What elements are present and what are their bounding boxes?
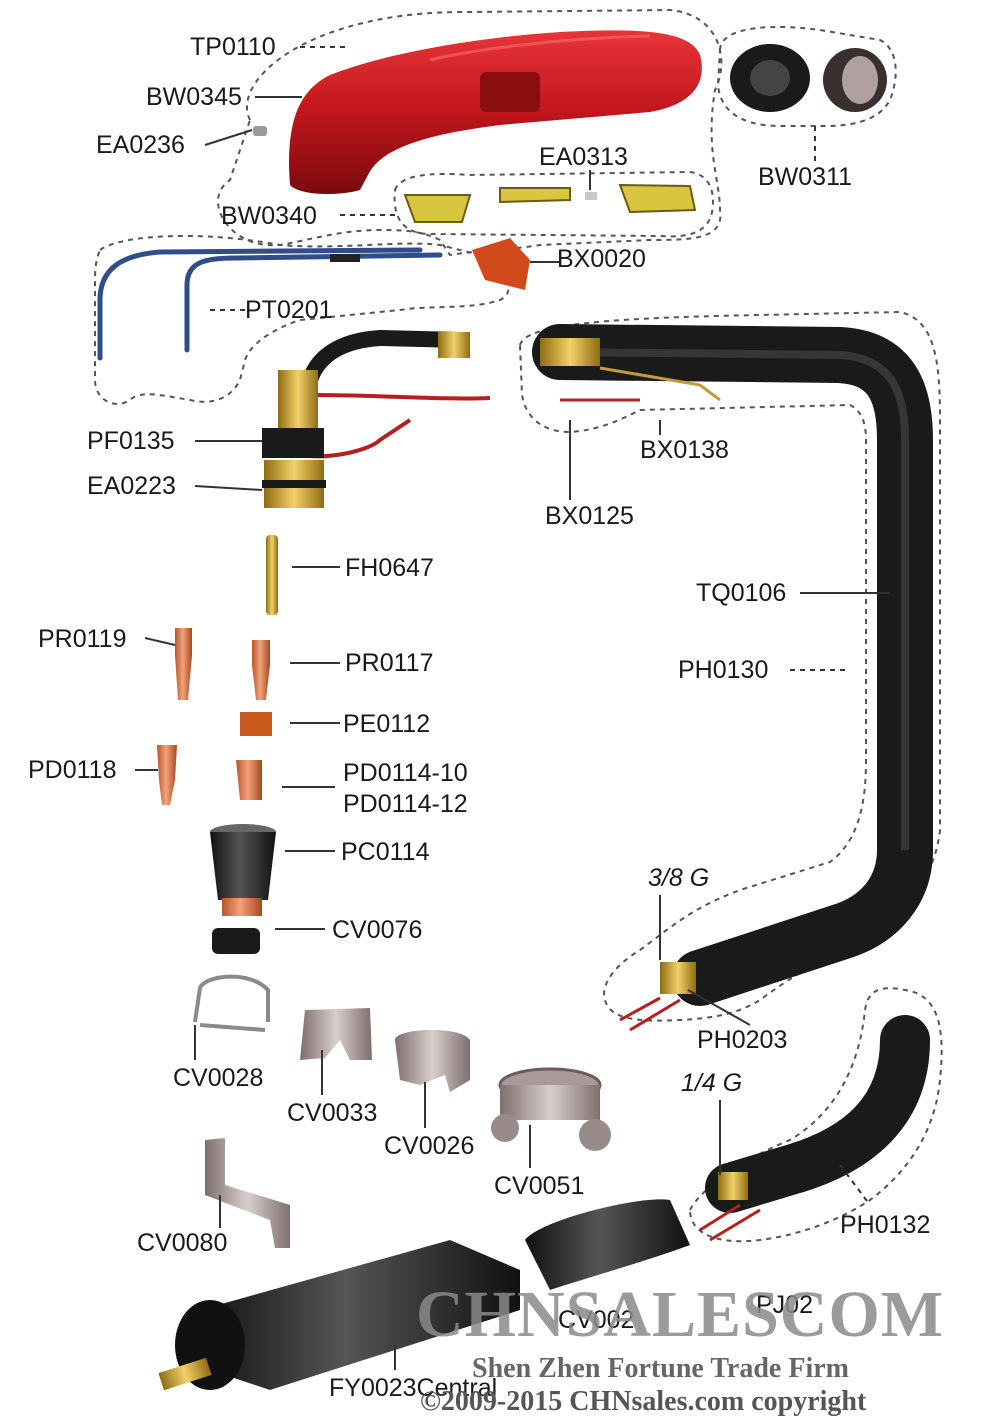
- label-thread-1-4g: 1/4 G: [681, 1069, 743, 1097]
- watermark-copyright: ©2009-2015 CHNsales.com copyright: [420, 1386, 867, 1417]
- label-ph0132: PH0132: [840, 1211, 931, 1239]
- spacer-cv0033: [300, 1008, 372, 1060]
- nozzle-pr0117: [252, 640, 270, 700]
- label-pf0135: PF0135: [87, 427, 175, 455]
- label-fy0023: FY0023Central: [329, 1374, 498, 1402]
- watermark-company: Shen Zhen Fortune Trade Firm: [472, 1353, 849, 1384]
- label-pt0201: PT0201: [245, 296, 333, 324]
- label-bx0020: BX0020: [557, 245, 646, 273]
- label-cv0051: CV0051: [494, 1172, 585, 1200]
- cable-ph0132: [699, 1015, 930, 1242]
- rings-bw0311: [730, 44, 887, 112]
- swirl-pe0112: [240, 712, 272, 736]
- electrode-fh0647: [266, 535, 278, 615]
- label-cv0026: CV0026: [384, 1132, 475, 1160]
- label-bx0125: BX0125: [545, 502, 634, 530]
- cap-pc0114: [210, 824, 276, 916]
- cable-tq0106: [532, 324, 933, 1032]
- wires-pt0201: [97, 247, 443, 361]
- label-pr0117: PR0117: [345, 649, 434, 677]
- label-pd0114-12: PD0114-12: [343, 790, 468, 818]
- spacer-cv0028: [193, 974, 270, 1032]
- shield-cv0076: [212, 928, 260, 954]
- label-pe0112: PE0112: [343, 710, 431, 738]
- label-bw0345: BW0345: [146, 83, 242, 111]
- group-outlines: [94, 8, 943, 1243]
- label-tq0106: TQ0106: [696, 579, 787, 607]
- switch-bx0020: [472, 238, 530, 290]
- label-thread-3-8g: 3/8 G: [648, 864, 710, 892]
- label-bw0340: BW0340: [221, 202, 317, 230]
- label-cv0076: CV0076: [332, 916, 423, 944]
- label-pd0114-10: PD0114-10: [343, 759, 468, 787]
- label-pj02x: PJ02: [756, 1291, 813, 1319]
- connector-fy0023: [158, 1240, 520, 1391]
- label-ea0236: EA0236: [96, 131, 185, 159]
- torch-head-pf0135: [262, 329, 491, 508]
- label-cv002x: CV002: [558, 1306, 635, 1334]
- sleeve-cv002x: [525, 1199, 690, 1290]
- spacer-cv0026: [395, 1029, 470, 1092]
- label-tp0110: TP0110: [190, 33, 276, 61]
- label-ea0313: EA0313: [539, 143, 628, 171]
- spacer-cv0080: [205, 1138, 290, 1248]
- label-fh0647: FH0647: [345, 554, 434, 582]
- nozzle-pr0119: [175, 628, 192, 700]
- inserts-bw0340: [403, 183, 697, 223]
- nozzle-pd0114: [236, 760, 262, 800]
- label-bw0311: BW0311: [758, 163, 853, 191]
- label-bx0138: BX0138: [640, 436, 729, 464]
- spacer-cv0051: [491, 1067, 611, 1151]
- label-ph0130: PH0130: [678, 656, 769, 684]
- label-pd0118: PD0118: [28, 756, 117, 784]
- label-pr0119: PR0119: [38, 625, 127, 653]
- handle-bw0345: [289, 30, 702, 195]
- label-cv0033: CV0033: [287, 1099, 378, 1127]
- label-ea0223: EA0223: [87, 472, 176, 500]
- watermark-brand: CHNSALESCOM: [416, 1278, 945, 1351]
- label-pc0114: PC0114: [341, 838, 430, 866]
- screw-ea0236: [253, 126, 267, 136]
- leader-lines: [135, 46, 890, 1370]
- nozzle-pd0118: [157, 745, 177, 805]
- label-ph0203: PH0203: [697, 1026, 788, 1054]
- label-cv0080: CV0080: [137, 1229, 228, 1257]
- label-cv0028: CV0028: [173, 1064, 264, 1092]
